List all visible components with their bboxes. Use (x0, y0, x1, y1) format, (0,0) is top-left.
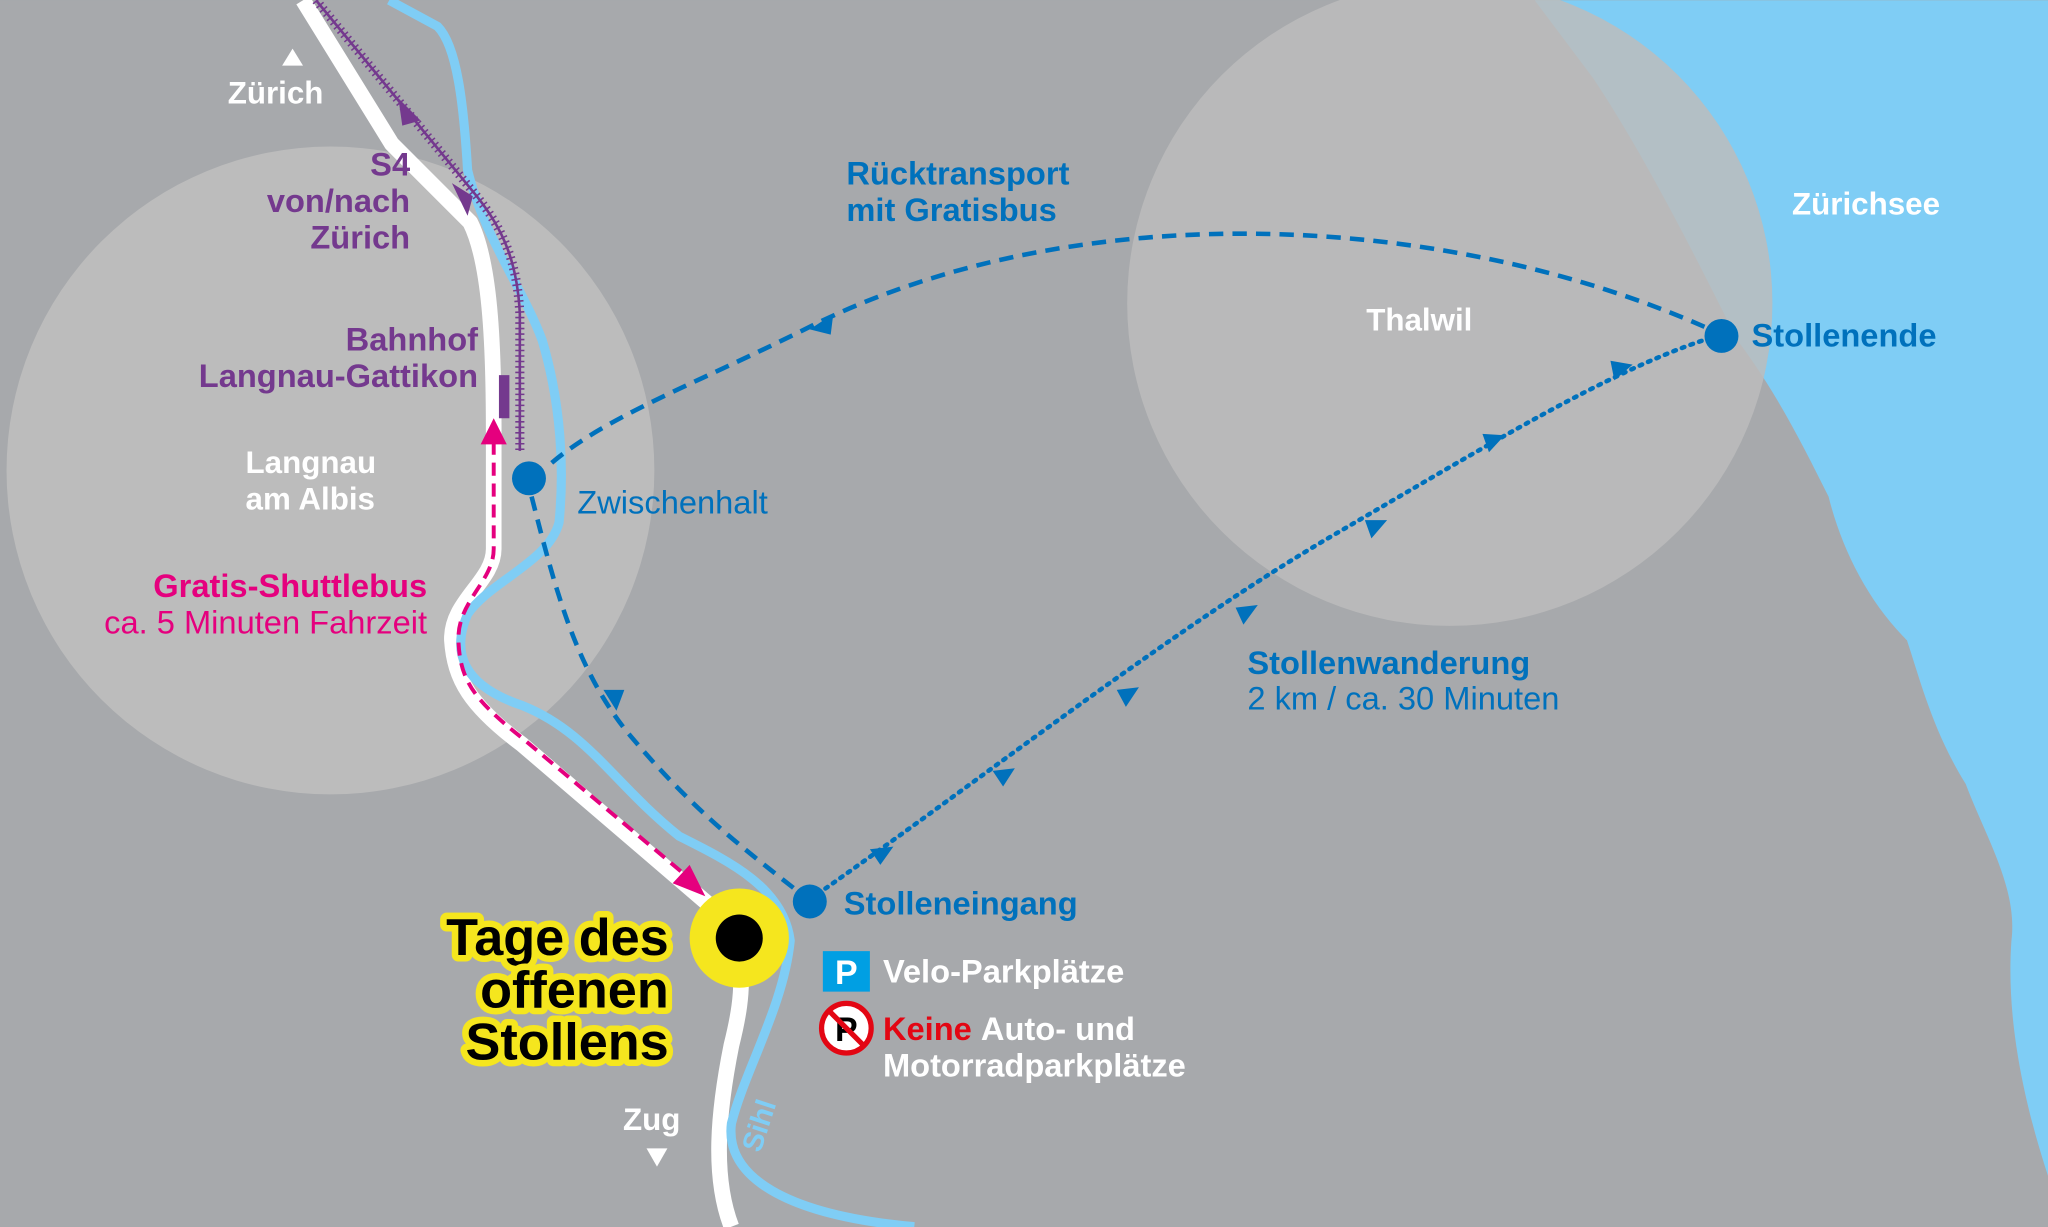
return-bus-arrow (809, 313, 834, 335)
station-marker (498, 375, 510, 419)
label-zurichsee: Zürichsee (1792, 186, 1940, 221)
lake-zurichsee (1534, 0, 2048, 1176)
label-stolleneingang: Stolleneingang (844, 885, 1078, 922)
event-title-line3: Stollens (466, 1014, 669, 1072)
label-zurich-direction: Zürich (228, 75, 324, 110)
parking-icon (822, 951, 870, 992)
train-arrow-north (398, 98, 421, 126)
no-parking-icon: P (818, 1000, 874, 1056)
bus-arrow-down (603, 689, 625, 711)
hiking-arrows (869, 360, 1633, 865)
train-arrow-south (451, 183, 473, 216)
stop-zwischenhalt[interactable] (512, 461, 546, 496)
label-s4-line2: von/nach (267, 182, 410, 219)
label-shuttle-title: Gratis-Shuttlebus (153, 567, 427, 604)
stop-stolleneingang[interactable] (792, 884, 827, 919)
return-bus-route (544, 231, 1706, 470)
railway-ties (312, 0, 525, 451)
label-zwischenhalt: Zwischenhalt (577, 484, 768, 521)
arrow-down-icon (646, 1148, 668, 1167)
label-station-name: Langnau-Gattikon (199, 357, 478, 394)
label-keine: Keine (883, 1010, 972, 1047)
label-zug-direction: Zug (623, 1102, 680, 1137)
river-sihl (387, 0, 915, 1227)
label-wanderung: Stollenwanderung (1247, 644, 1530, 681)
label-langnau: Langnau (246, 445, 377, 480)
label-wanderung-sub: 2 km / ca. 30 Minuten (1247, 680, 1559, 717)
event-title-line2: offenen (480, 961, 669, 1019)
shuttle-arrow-south (672, 864, 706, 897)
area-thalwil (1127, 0, 1773, 626)
event-title-line1: Tage des (446, 909, 669, 967)
road (296, 0, 749, 1227)
stop-stollenende[interactable] (1704, 318, 1739, 353)
event-location-dot (715, 914, 763, 962)
parking-icon-letter: P (835, 954, 858, 992)
label-station: Bahnhof (346, 320, 478, 357)
label-velo-parking: Velo-Parkplätze (883, 952, 1124, 989)
shuttle-route (456, 441, 687, 877)
shuttle-arrow-north (480, 418, 507, 445)
label-thalwil: Thalwil (1366, 303, 1472, 338)
label-stollenende: Stollenende (1752, 316, 1937, 353)
label-langnau-2: am Albis (246, 482, 375, 517)
label-no-parking: Auto- und (981, 1010, 1135, 1047)
label-ruecktransport: Rücktransport (846, 154, 1069, 191)
hiking-route (823, 337, 1707, 891)
label-s4: S4 (370, 145, 410, 182)
shuttle-bus-route (529, 496, 796, 891)
arrow-up-icon (282, 48, 304, 66)
label-ruecktransport-2: mit Gratisbus (846, 191, 1056, 228)
svg-text:Keine Auto- und: Keine Auto- und (883, 1010, 1135, 1047)
label-shuttle-sub: ca. 5 Minuten Fahrzeit (104, 604, 427, 641)
label-s4-line3: Zürich (310, 218, 410, 255)
label-no-parking-line2: Motorradparkplätze (883, 1047, 1186, 1084)
